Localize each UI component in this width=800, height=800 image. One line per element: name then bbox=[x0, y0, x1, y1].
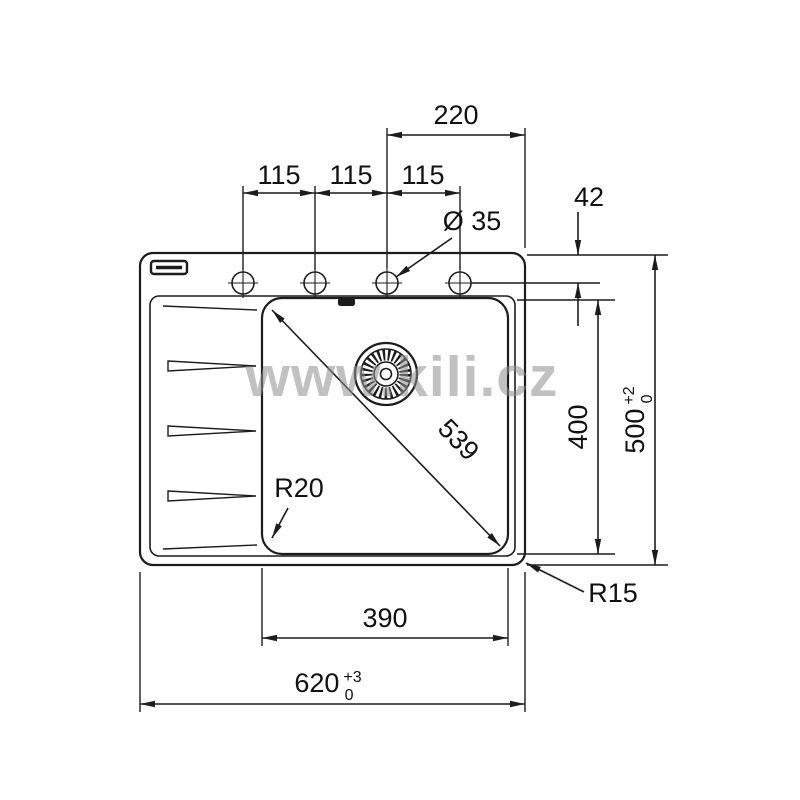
drainboard-groove-3 bbox=[167, 490, 257, 502]
sink-outer-edge bbox=[138, 251, 527, 567]
dim-500-label: 500+20 bbox=[620, 386, 656, 453]
drainboard-bottom-edge bbox=[162, 544, 258, 550]
dim-400: 400 bbox=[517, 299, 615, 555]
drainboard-groove-1 bbox=[167, 360, 257, 372]
dim-500: 500+20 bbox=[527, 255, 668, 566]
dim-115-a-label: 115 bbox=[257, 160, 300, 190]
dim-42: 42 bbox=[472, 182, 668, 326]
drainboard bbox=[162, 305, 258, 550]
dim-115-group: 115 115 115 bbox=[242, 160, 461, 270]
faucet-hole-1 bbox=[228, 268, 258, 298]
dim-42-label: 42 bbox=[574, 182, 604, 212]
faucet-hole-3 bbox=[372, 268, 402, 298]
drainboard-groove-2 bbox=[167, 425, 257, 437]
dim-400-label: 400 bbox=[563, 404, 593, 449]
faucet-holes bbox=[228, 268, 475, 298]
sink-body bbox=[138, 251, 527, 567]
dim-220: 220 bbox=[386, 100, 526, 268]
dim-115-c-label: 115 bbox=[401, 160, 444, 190]
dim-220-label: 220 bbox=[433, 100, 478, 130]
sink-inner-rim bbox=[149, 295, 516, 557]
dim-r20-label: R20 bbox=[274, 473, 324, 503]
sink-bowl bbox=[260, 296, 510, 556]
dim-r15-label: R15 bbox=[588, 578, 638, 608]
dim-hole-diameter: Ø 35 bbox=[395, 206, 502, 278]
dim-539-label: 539 bbox=[432, 413, 485, 466]
watermark: www.kili.cz bbox=[245, 345, 559, 409]
dim-390-label: 390 bbox=[362, 603, 407, 633]
dim-390: 390 bbox=[261, 568, 509, 646]
overflow-mark bbox=[338, 298, 355, 306]
drainboard-top-edge bbox=[162, 305, 258, 311]
faucet-hole-4 bbox=[445, 268, 475, 298]
dim-115-b-label: 115 bbox=[329, 160, 372, 190]
dim-r20: R20 bbox=[271, 473, 324, 539]
brand-logo bbox=[149, 259, 189, 276]
faucet-hole-2 bbox=[300, 268, 330, 298]
dim-diameter-label: Ø 35 bbox=[443, 206, 502, 236]
dim-r15: R15 bbox=[525, 562, 638, 608]
